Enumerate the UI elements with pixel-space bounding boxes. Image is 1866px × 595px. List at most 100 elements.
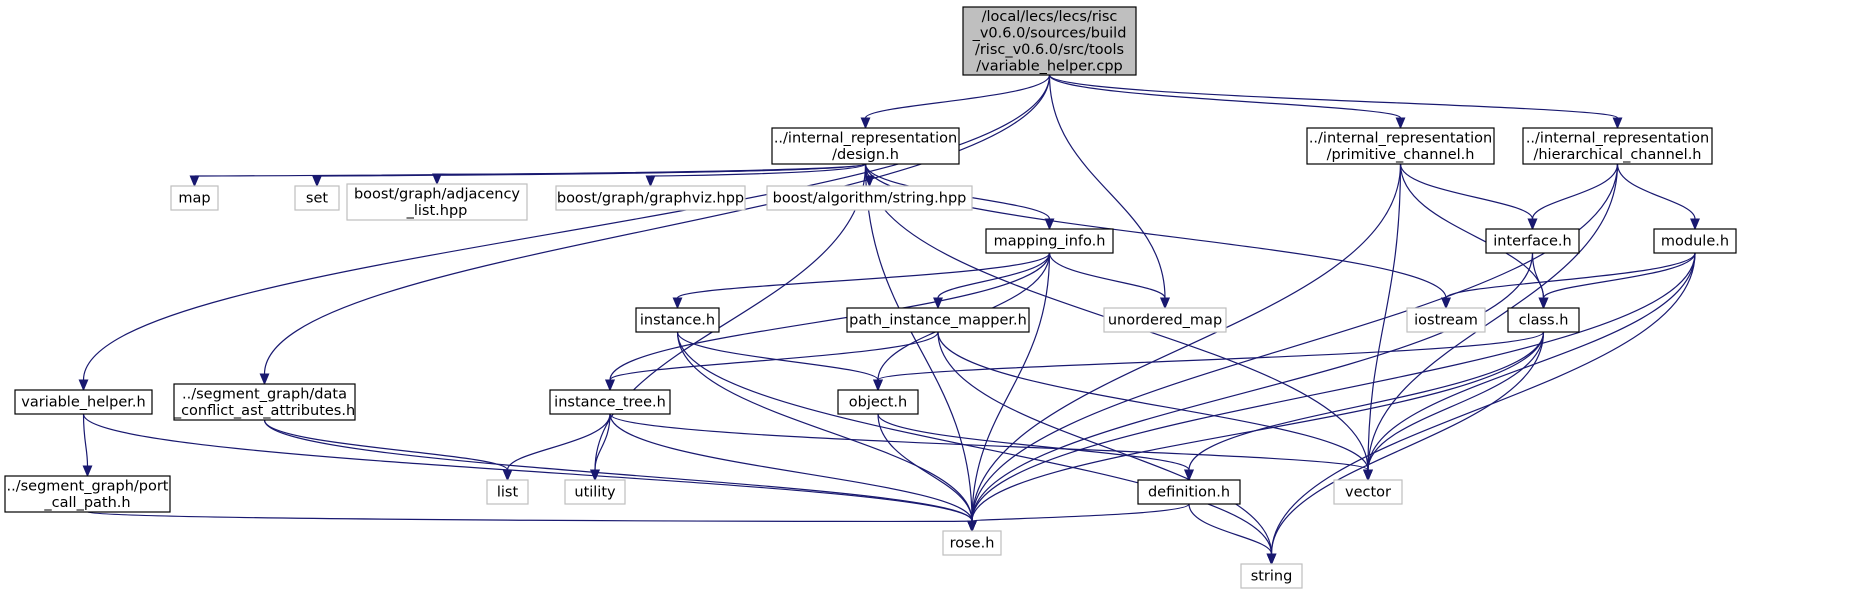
arrowhead-icon — [605, 379, 615, 392]
arrowhead-icon — [1266, 553, 1277, 566]
node-label-line: ../internal_representation — [1309, 130, 1492, 146]
edge-line — [86, 511, 973, 523]
node-box — [985, 228, 1114, 254]
node-label-line: /primitive_channel.h — [1327, 147, 1475, 163]
node-label-line: /hierarchical_channel.h — [1533, 147, 1701, 163]
edge-line — [594, 413, 611, 471]
arrowhead-icon — [645, 175, 656, 188]
arrowhead-icon — [259, 373, 270, 386]
edge-module-h-to-class-h — [1538, 252, 1696, 310]
node-label-line: _conflict_ast_attributes.h — [173, 403, 355, 419]
node-data-conflict-h[interactable]: ../segment_graph/data_conflict_ast_attri… — [173, 383, 356, 421]
edge-port-call-path-h-to-rose-h — [86, 511, 977, 533]
node-box — [1103, 307, 1227, 333]
edge-line — [877, 413, 1190, 471]
node-label-line: module.h — [1661, 234, 1729, 250]
arrowhead-icon — [1044, 218, 1055, 231]
node-box — [1653, 228, 1737, 254]
edge-line — [971, 252, 1051, 522]
edge-line — [1531, 163, 1619, 220]
edge-line — [971, 331, 1545, 522]
edge-line — [82, 413, 89, 467]
node-port-call-path-h[interactable]: ../segment_graph/port_call_path.h — [4, 475, 171, 513]
node-box — [1306, 127, 1495, 165]
arrowhead-icon — [1690, 218, 1700, 231]
edge-mapping-info-h-to-instance-h — [672, 252, 1051, 310]
node-graphviz-hpp: boost/graph/graphviz.hpp — [555, 185, 746, 211]
node-path-instance-mapper-h[interactable]: path_instance_mapper.h — [846, 307, 1030, 333]
node-box — [771, 127, 960, 165]
node-root[interactable]: /local/lecs/lecs/risc_v0.6.0/sources/bui… — [962, 6, 1137, 76]
edge-object-h-to-definition-h — [877, 413, 1194, 482]
node-instance-tree-h[interactable]: instance_tree.h — [549, 389, 671, 415]
edge-definition-h-to-rose-h — [967, 503, 1190, 533]
node-box — [942, 530, 1002, 556]
arrowhead-icon — [432, 173, 442, 186]
edge-module-h-to-rose-h — [967, 252, 1696, 533]
node-label-line: _list.hpp — [406, 203, 468, 219]
edge-line — [937, 252, 1051, 299]
edge-hierarchical-channel-h-to-rose-h — [967, 163, 1619, 533]
arrowhead-icon — [1527, 218, 1538, 231]
edge-mapping-info-h-to-unordered-map — [1048, 252, 1170, 310]
edge-module-h-to-string — [1266, 252, 1696, 566]
edge-line — [1445, 252, 1696, 299]
node-label-line: definition.h — [1148, 485, 1230, 501]
edges-layer — [78, 74, 1700, 566]
edge-line — [676, 331, 879, 381]
node-definition-h[interactable]: definition.h — [1137, 479, 1241, 505]
edge-line — [1531, 252, 1545, 299]
edge-design-h-to-adjacency-list-hpp — [432, 163, 867, 186]
edge-line — [1616, 163, 1696, 220]
node-box — [1507, 307, 1580, 333]
edge-root-to-data-conflict-h — [259, 74, 1051, 386]
node-primitive-channel-h[interactable]: ../internal_representation/primitive_cha… — [1306, 127, 1495, 165]
edge-data-conflict-h-to-list — [263, 419, 513, 482]
node-box — [4, 475, 171, 513]
node-list: list — [486, 479, 529, 505]
node-map: map — [170, 185, 219, 211]
node-label-line: _call_path.h — [43, 495, 130, 511]
arrowhead-icon — [1538, 297, 1549, 310]
node-label-line: string — [1251, 569, 1293, 585]
node-string: string — [1240, 563, 1303, 589]
node-design-h[interactable]: ../internal_representation/design.h — [771, 127, 960, 165]
node-variable-helper-h[interactable]: variable_helper.h — [14, 389, 153, 415]
node-label-line: class.h — [1519, 313, 1569, 329]
node-label-line: _v0.6.0/sources/build — [972, 25, 1127, 41]
node-mapping-info-h[interactable]: mapping_info.h — [985, 228, 1114, 254]
node-box — [346, 183, 528, 221]
edge-line — [864, 163, 1447, 299]
edge-line — [650, 163, 867, 177]
arrowhead-icon — [672, 297, 683, 310]
edge-root-to-design-h — [860, 74, 1051, 130]
edge-primitive-channel-h-to-rose-h — [967, 163, 1402, 533]
edge-line — [1048, 74, 1402, 119]
node-hierarchical-channel-h[interactable]: ../internal_representation/hierarchical_… — [1522, 127, 1713, 165]
node-object-h[interactable]: object.h — [837, 389, 919, 415]
node-label-line: utility — [574, 485, 616, 501]
node-label-line: boost/algorithm/string.hpp — [773, 191, 967, 207]
edge-class-h-to-string — [1266, 331, 1545, 566]
node-instance-h[interactable]: instance.h — [635, 307, 720, 333]
nodes-layer: /local/lecs/lecs/risc_v0.6.0/sources/bui… — [4, 6, 1737, 589]
node-label-line: boost/graph/adjacency — [354, 186, 520, 202]
node-label-line: object.h — [849, 395, 907, 411]
node-box — [555, 185, 746, 211]
arrowhead-icon — [78, 379, 89, 392]
edge-line — [263, 74, 1051, 375]
node-label-line: variable_helper.h — [21, 395, 145, 411]
node-box — [1137, 479, 1241, 505]
node-interface-h[interactable]: interface.h — [1485, 228, 1580, 254]
edge-line — [1399, 163, 1534, 220]
node-class-h[interactable]: class.h — [1507, 307, 1580, 333]
node-label-line: instance_tree.h — [554, 395, 666, 411]
edge-line — [82, 413, 973, 522]
edge-design-h-to-rose-h — [864, 163, 977, 533]
edge-line — [1399, 163, 1545, 299]
node-module-h[interactable]: module.h — [1653, 228, 1737, 254]
edge-class-h-to-object-h — [873, 331, 1545, 392]
edge-primitive-channel-h-to-interface-h — [1399, 163, 1538, 231]
node-label-line: vector — [1345, 485, 1391, 501]
node-label-line: mapping_info.h — [994, 234, 1106, 250]
